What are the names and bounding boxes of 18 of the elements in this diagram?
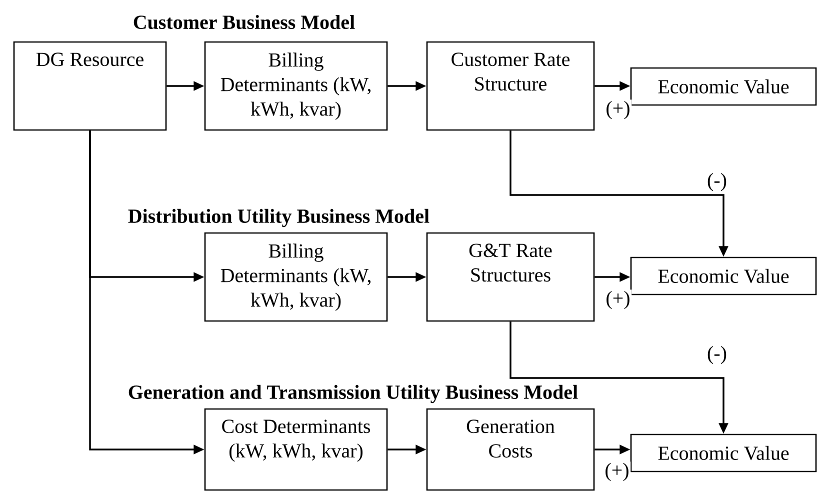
- process-box: Billing Determinants (kW, kWh, kvar): [204, 232, 388, 322]
- process-box: Cost Determinants (kW, kWh, kvar): [204, 408, 388, 491]
- section-heading: Distribution Utility Business Model: [128, 208, 430, 228]
- process-box: Economic Value: [630, 67, 817, 106]
- process-box: Economic Value: [630, 434, 817, 472]
- section-heading: Customer Business Model: [134, 14, 355, 30]
- process-box: Generation Costs: [426, 408, 595, 491]
- process-box: Customer Rate Structure: [426, 41, 595, 131]
- process-box: DG Resource: [13, 41, 167, 131]
- process-box: Economic Value: [630, 256, 817, 296]
- edge-label: (+): [604, 290, 632, 310]
- edge-label: (-): [706, 172, 728, 192]
- process-box: Billing Determinants (kW, kWh, kvar): [204, 41, 388, 131]
- section-heading: Generation and Transmission Utility Business Model: [128, 384, 578, 404]
- process-box: G&T Rate Structures: [426, 232, 595, 322]
- edge-label: (+): [603, 462, 631, 482]
- edge-label: (-): [706, 344, 728, 366]
- edge-label: (+): [604, 100, 632, 120]
